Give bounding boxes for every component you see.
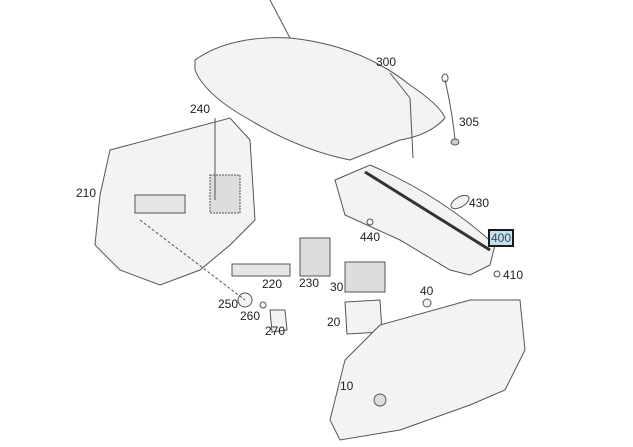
callout-305[interactable]: 305 [459,115,480,129]
callout-210[interactable]: 210 [76,186,97,200]
callout-270[interactable]: 270 [265,324,286,338]
callout-20[interactable]: 20 [327,315,341,329]
callout-230[interactable]: 230 [299,276,320,290]
part-30-shape [344,261,386,293]
callout-410[interactable]: 410 [503,268,524,282]
callout-40[interactable]: 40 [420,284,434,298]
callout-250[interactable]: 250 [218,297,239,311]
callout-30[interactable]: 30 [330,280,344,294]
callout-10[interactable]: 10 [340,379,354,393]
part-430-shape [450,194,470,210]
callout-440[interactable]: 440 [360,230,381,244]
callout-260[interactable]: 260 [240,309,261,323]
part-305-shape [444,79,456,141]
callout-430[interactable]: 430 [469,196,490,210]
callout-220[interactable]: 220 [262,277,283,291]
part-220-shape [231,263,291,277]
part-400-shape [334,164,496,276]
part-230-shape [299,237,331,277]
callout-400-highlighted[interactable]: 400 [487,229,515,247]
callout-300[interactable]: 300 [376,55,397,69]
callout-240[interactable]: 240 [190,102,211,116]
